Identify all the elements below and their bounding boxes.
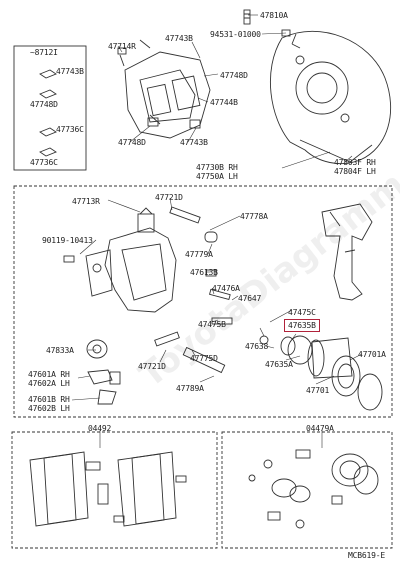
label-47804F-side: LH	[366, 167, 376, 176]
label-47748D-inset: 47748D	[30, 100, 58, 109]
clip-inset-frame	[13, 45, 87, 171]
label-47803F-part: 47803F	[334, 158, 362, 167]
label-47744B: 47744B	[210, 98, 238, 107]
label-47810A: 47810A	[260, 11, 288, 20]
caliper-body	[85, 207, 177, 313]
label-47730B-part: 47730B	[196, 163, 224, 172]
label-47602B-side: LH	[60, 404, 70, 413]
label-47803F: 47803F RH	[334, 158, 376, 167]
label-47748D-mid: 47748D	[220, 71, 248, 80]
label-47647: 47647	[238, 294, 262, 303]
label-47475C: 47475C	[288, 308, 316, 317]
label-47736C-inset-2: 47736C	[30, 158, 58, 167]
label-47748D-low: 47748D	[118, 138, 146, 147]
label-47601A: 47601A RH	[28, 370, 70, 379]
rear-caliper-assembly	[117, 39, 211, 139]
label-47701A: 47701A	[358, 350, 386, 359]
clip-parts	[39, 69, 57, 157]
label-47601B: 47601B RH	[28, 395, 70, 404]
backing-plate	[270, 30, 392, 164]
label-47635A: 47635A	[265, 360, 293, 369]
label-47613B: 47613B	[190, 268, 218, 277]
label-47789A: 47789A	[176, 384, 204, 393]
label-47713R: 47713R	[72, 197, 100, 206]
label-47638: 47638	[245, 342, 269, 351]
label-47750A: 47750A LH	[196, 172, 238, 181]
label-47602B: 47602B LH	[28, 404, 70, 413]
label-47775D: 47775D	[190, 354, 218, 363]
seal-kit-frame	[221, 431, 393, 549]
label-47736C-inset: 47736C	[56, 125, 84, 134]
leader-lines	[71, 14, 363, 448]
label-47778A: 47778A	[240, 212, 268, 221]
pad-kit-frame	[11, 431, 218, 549]
label-47475B: 47475B	[198, 320, 226, 329]
label-47779A: 47779A	[185, 250, 213, 259]
label-47476A: 47476A	[212, 284, 240, 293]
label-47701: 47701	[306, 386, 330, 395]
label-94531-01000: 94531-01000	[210, 30, 261, 39]
label-47602A-part: 47602A	[28, 379, 56, 388]
label-47714R: 47714R	[108, 42, 136, 51]
label-8712: ~8712I	[30, 48, 58, 57]
label-47730B-side: RH	[228, 163, 238, 172]
label-47743B-low: 47743B	[180, 138, 208, 147]
label-47833A: 47833A	[46, 346, 74, 355]
diagram-code: MCB619-E	[348, 551, 385, 560]
label-47743B-inset: 47743B	[56, 67, 84, 76]
label-47601B-part: 47601B	[28, 395, 56, 404]
label-47721D-top: 47721D	[155, 193, 183, 202]
caliper-assembly-frame	[13, 185, 393, 418]
label-90119-10413: 90119-10413	[42, 236, 93, 245]
label-47601B-side: RH	[60, 395, 70, 404]
piston-and-seals	[259, 335, 383, 411]
label-47750A-part: 47750A	[196, 172, 224, 181]
label-47743B-top: 47743B	[165, 34, 193, 43]
label-47602B-part: 47602B	[28, 404, 56, 413]
label-47721D-low: 47721D	[138, 362, 166, 371]
label-47804F: 47804F LH	[334, 167, 376, 176]
label-47804F-part: 47804F	[334, 167, 362, 176]
torque-plate	[321, 203, 373, 301]
label-47635B-highlighted[interactable]: 47635B	[284, 319, 320, 332]
bleeder-and-shim	[86, 339, 117, 405]
label-47730B: 47730B RH	[196, 163, 238, 172]
label-04479A: 04479A	[306, 424, 334, 433]
label-47602A-side: LH	[60, 379, 70, 388]
guide-pins	[63, 206, 233, 385]
pad-kit-parts	[29, 451, 187, 527]
seal-kit-parts	[248, 449, 379, 529]
label-47803F-side: RH	[366, 158, 376, 167]
label-47601A-side: RH	[60, 370, 70, 379]
label-04492: 04492	[88, 424, 112, 433]
label-47601A-part: 47601A	[28, 370, 56, 379]
label-47750A-side: LH	[228, 172, 238, 181]
label-47602A: 47602A LH	[28, 379, 70, 388]
